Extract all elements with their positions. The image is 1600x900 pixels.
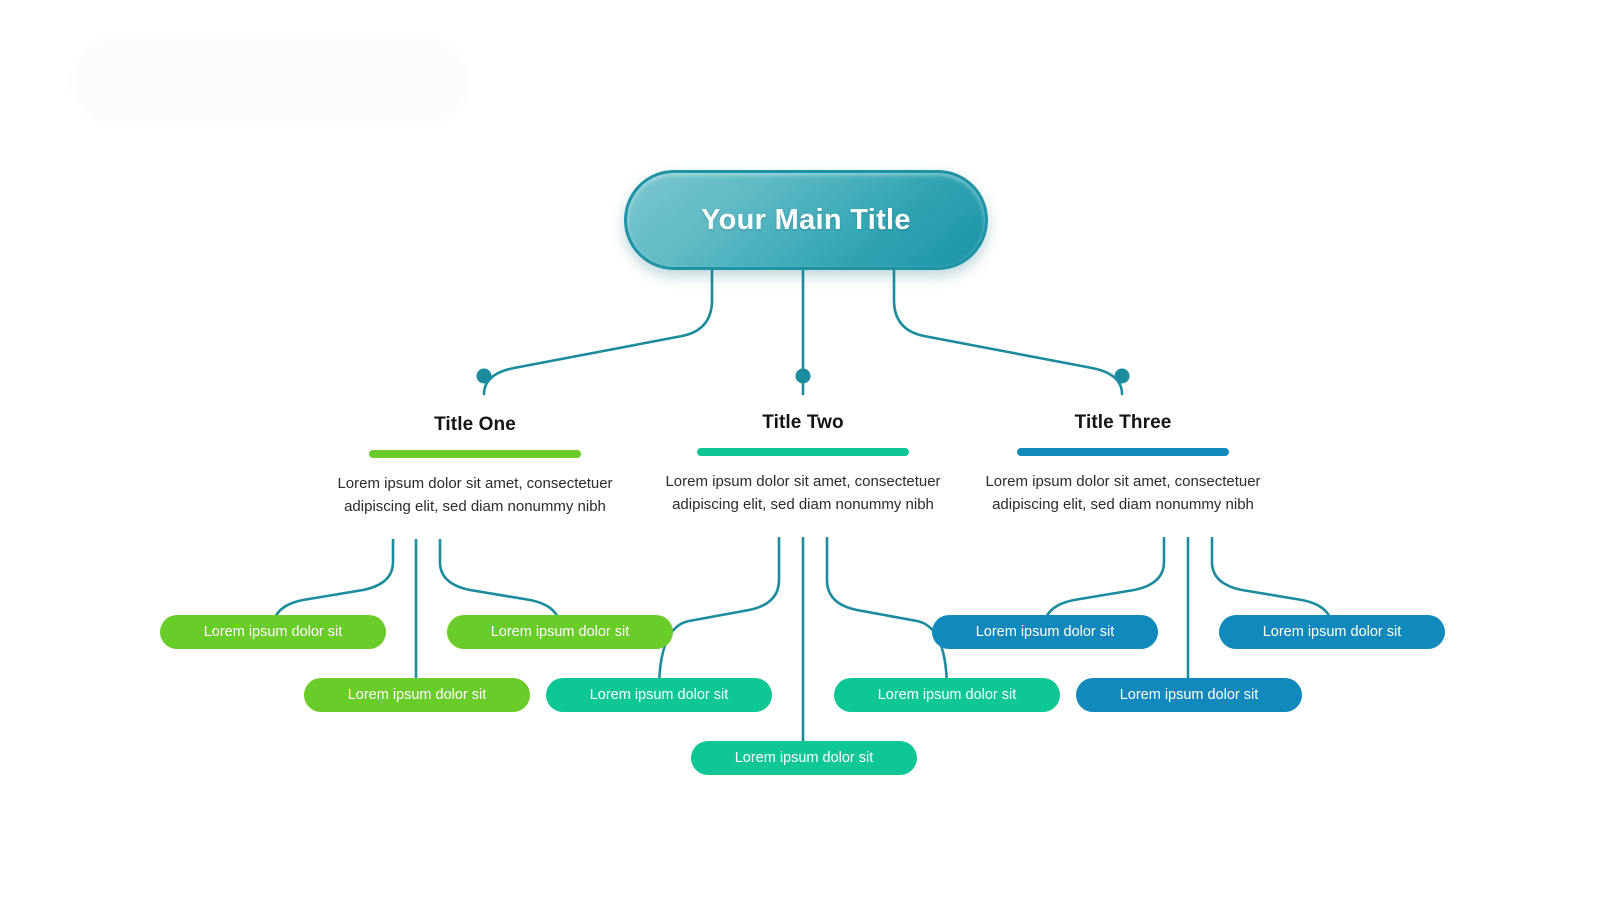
leaf-pill-b1-3[interactable]: Lorem ipsum dolor sit [447,615,673,649]
leaf-label: Lorem ipsum dolor sit [589,687,729,703]
branch-three-title: Title Three [1074,412,1172,433]
leaf-label: Lorem ipsum dolor sit [975,624,1115,640]
leaf-pill-b3-1[interactable]: Lorem ipsum dolor sit [932,615,1158,649]
leaf-pill-b1-2[interactable]: Lorem ipsum dolor sit [304,678,530,712]
leaf-label: Lorem ipsum dolor sit [347,687,487,703]
branch-two-accent-bar [697,448,909,456]
branch-card-two[interactable]: Title Two Lorem ipsum dolor sit amet, co… [641,394,965,539]
leaf-pill-b2-2[interactable]: Lorem ipsum dolor sit [691,741,917,775]
branch-two-description: Lorem ipsum dolor sit amet, consectetuer… [665,473,941,513]
leaf-label: Lorem ipsum dolor sit [877,687,1017,703]
leaf-label: Lorem ipsum dolor sit [734,750,874,766]
branch-one-description: Lorem ipsum dolor sit amet, consectetuer… [337,475,613,515]
wire-root-to-branch-three [892,268,1124,396]
leaf-pill-b3-2[interactable]: Lorem ipsum dolor sit [1076,678,1302,712]
branch-one-title: Title One [434,414,516,435]
leaf-pill-b2-3[interactable]: Lorem ipsum dolor sit [834,678,1060,712]
branch-card-three[interactable]: Title Three Lorem ipsum dolor sit amet, … [961,394,1285,539]
branch-three-accent-bar [1017,448,1229,456]
leaf-label: Lorem ipsum dolor sit [490,624,630,640]
node-dot-branch-three [1114,368,1130,384]
leaf-label: Lorem ipsum dolor sit [203,624,343,640]
leaf-pill-b1-1[interactable]: Lorem ipsum dolor sit [160,615,386,649]
node-dot-branch-two [795,368,811,384]
wire-root-to-branch-one [482,268,714,396]
leaf-label: Lorem ipsum dolor sit [1262,624,1402,640]
leaf-pill-b3-3[interactable]: Lorem ipsum dolor sit [1219,615,1445,649]
branch-two-title: Title Two [762,412,844,433]
wire-b2-leaf-3 [825,536,949,693]
node-dot-branch-one [476,368,492,384]
main-title-node[interactable]: Your Main Title [624,170,988,270]
leaf-pill-b2-1[interactable]: Lorem ipsum dolor sit [546,678,772,712]
branch-one-accent-bar [369,450,581,458]
branch-card-one[interactable]: Title One Lorem ipsum dolor sit amet, co… [313,396,637,541]
branch-three-description: Lorem ipsum dolor sit amet, consectetuer… [985,473,1261,513]
main-title-label: Your Main Title [701,203,911,236]
decorative-blob [75,40,465,118]
wire-b2-leaf-1 [657,536,781,693]
leaf-label: Lorem ipsum dolor sit [1119,687,1259,703]
